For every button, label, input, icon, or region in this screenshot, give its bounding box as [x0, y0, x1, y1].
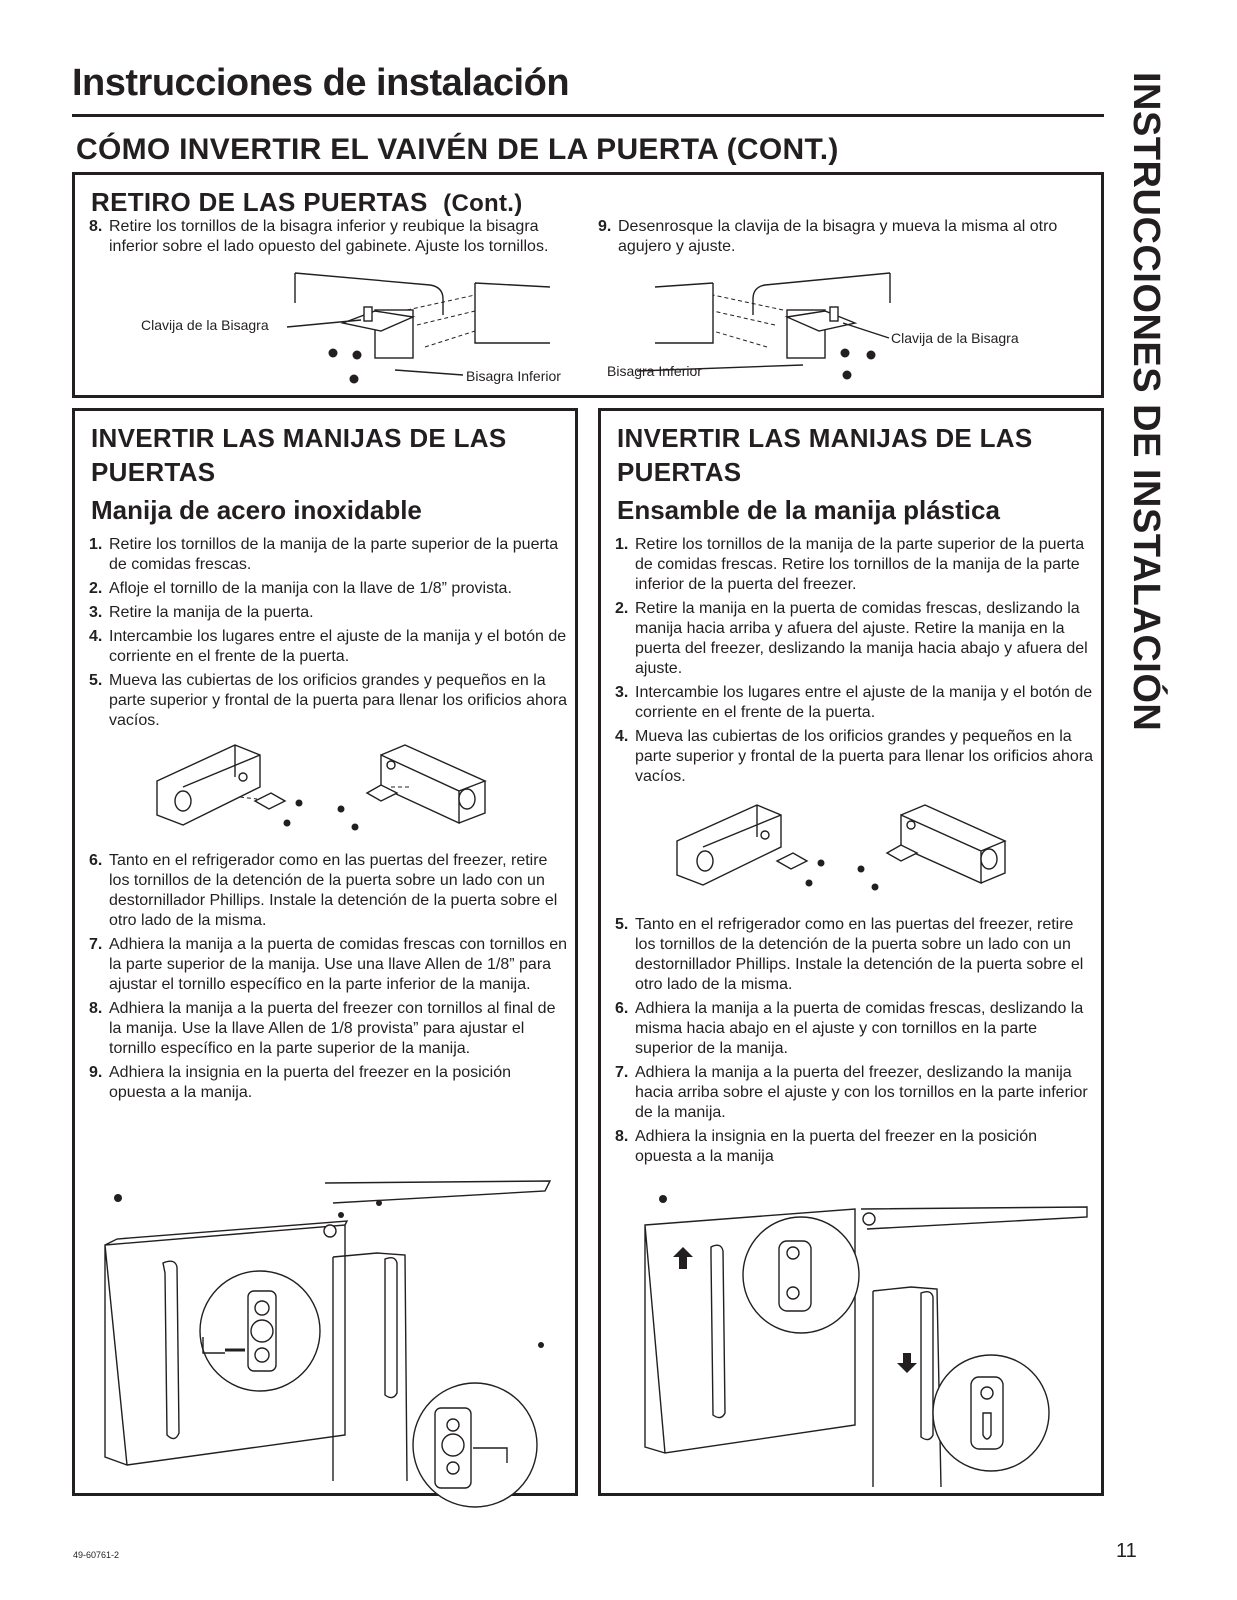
list-item: 7. Adhiera la manija a la puerta de comid…: [89, 935, 569, 995]
left-handle-diagram: [104, 1180, 552, 1508]
list-item: 6. Tanto en el refrigerador como en las p…: [89, 851, 569, 931]
doors-removal-heading-suffix: (Cont.): [443, 190, 523, 217]
step-number: 8.: [89, 218, 103, 235]
step-number: 5.: [89, 672, 103, 689]
section-title: CÓMO INVERTIR EL VAIVÉN DE LA PUERTA (CO…: [76, 133, 839, 166]
stainless-handle-panel: INVERTIR LAS MANIJAS DE LAS PUERTAS Mani…: [72, 408, 578, 1508]
step-number: 5.: [615, 916, 629, 933]
step-text: Mueva las cubiertas de los orificios gra…: [109, 672, 568, 729]
hinge-figure-left: [286, 272, 551, 384]
list-item: 5. Mueva las cubiertas de los orificios g…: [89, 671, 569, 731]
step-number: 4.: [615, 728, 629, 745]
right-panel-heading: INVERTIR LAS MANIJAS DE LAS PUERTAS: [617, 421, 1032, 489]
list-item: 4. Mueva las cubiertas de los orificios g…: [615, 727, 1095, 787]
hinge-figure-right: [636, 272, 891, 380]
step-number: 7.: [615, 1064, 629, 1081]
step-number: 8.: [89, 1000, 103, 1017]
step-number: 9.: [89, 1064, 103, 1081]
doors-removal-heading-text: RETIRO DE LAS PUERTAS: [91, 187, 428, 217]
doors-removal-steps-right: 9. Desenrosque la clavija de la bisagra y…: [598, 217, 1088, 261]
left-panel-heading: INVERTIR LAS MANIJAS DE LAS PUERTAS: [91, 421, 506, 489]
list-item: 6. Adhiera la manija a la puerta de comid…: [615, 999, 1095, 1059]
step-number: 2.: [89, 580, 103, 597]
step-number: 6.: [615, 1000, 629, 1017]
list-item: 9. Adhiera la insignia en la puerta del f…: [89, 1063, 569, 1103]
doors-removal-box: RETIRO DE LAS PUERTAS (Cont.) 8. Retire l…: [72, 172, 1104, 398]
left-stop-diagram: [156, 744, 487, 831]
page-number: 11: [1116, 1540, 1137, 1562]
step-text: Retire los tornillos de la bisagra infer…: [109, 218, 549, 255]
step-text: Adhiera la manija a la puerta del freeze…: [109, 1000, 556, 1057]
right-panel-heading-line1: INVERTIR LAS MANIJAS DE LAS: [617, 423, 1033, 453]
side-title-text: INSTRUCCIONES DE INSTALACIÓN: [1125, 72, 1167, 732]
list-item: 7. Adhiera la manija a la puerta del free…: [615, 1063, 1095, 1123]
step-number: 1.: [89, 536, 103, 553]
step-text: Retire la manija de la puerta.: [109, 604, 314, 621]
list-item: 1. Retire los tornillos de la manija de l…: [615, 535, 1095, 595]
step-number: 4.: [89, 628, 103, 645]
left-panel-heading-line2: PUERTAS: [91, 457, 216, 487]
left-steps-a: 1. Retire los tornillos de la manija de l…: [89, 535, 569, 735]
step-text: Retire la manija en la puerta de comidas…: [635, 600, 1088, 677]
right-panel-subheading: Ensamble de la manija plástica: [617, 495, 1000, 525]
left-steps-b: 6. Tanto en el refrigerador como en las p…: [89, 851, 569, 1107]
list-item: 3. Intercambie los lugares entre el ajust…: [615, 683, 1095, 723]
step-number: 7.: [89, 936, 103, 953]
step-text: Tanto en el refrigerador como en las pue…: [109, 852, 558, 929]
step-number: 2.: [615, 600, 629, 617]
page-title: Instrucciones de instalación: [72, 62, 570, 104]
hinge-pin-label-right: Clavija de la Bisagra: [891, 330, 1019, 346]
hinge-pin-label-left: Clavija de la Bisagra: [141, 317, 269, 333]
list-item: 2. Afloje el tornillo de la manija con la…: [89, 579, 569, 599]
step-text: Tanto en el refrigerador como en las pue…: [635, 916, 1084, 993]
list-item: 4. Intercambie los lugares entre el ajust…: [89, 627, 569, 667]
hinge-diagram: [286, 272, 891, 384]
list-item: 2. Retire la manija en la puerta de comid…: [615, 599, 1095, 679]
bottom-hinge-label-left: Bisagra Inferior: [466, 368, 561, 384]
list-item: 9. Desenrosque la clavija de la bisagra y…: [598, 217, 1088, 257]
right-steps-b: 5. Tanto en el refrigerador como en las p…: [615, 915, 1095, 1171]
right-steps-a: 1. Retire los tornillos de la manija de l…: [615, 535, 1095, 791]
right-handle-diagram: [644, 1195, 1088, 1488]
step-text: Mueva las cubiertas de los orificios gra…: [635, 728, 1094, 785]
right-panel-heading-line2: PUERTAS: [617, 457, 742, 487]
step-number: 3.: [615, 684, 629, 701]
list-item: 8. Retire los tornillos de la bisagra inf…: [89, 217, 549, 257]
list-item: 8. Adhiera la insignia en la puerta del f…: [615, 1127, 1095, 1167]
side-title: INSTRUCCIONES DE INSTALACIÓN: [1121, 72, 1169, 752]
step-text: Retire los tornillos de la manija de la …: [109, 536, 559, 573]
left-panel-subheading: Manija de acero inoxidable: [91, 495, 422, 525]
doors-removal-heading: RETIRO DE LAS PUERTAS (Cont.): [91, 185, 523, 221]
right-stop-diagram: [676, 804, 1007, 891]
list-item: 5. Tanto en el refrigerador como en las p…: [615, 915, 1095, 995]
step-text: Afloje el tornillo de la manija con la l…: [109, 580, 512, 597]
step-text: Adhiera la manija a la puerta de comidas…: [109, 936, 568, 993]
left-panel-heading-line1: INVERTIR LAS MANIJAS DE LAS: [91, 423, 507, 453]
plastic-handle-panel: INVERTIR LAS MANIJAS DE LAS PUERTAS Ensa…: [598, 408, 1104, 1496]
step-text: Adhiera la manija a la puerta del freeze…: [635, 1064, 1088, 1121]
step-number: 1.: [615, 536, 629, 553]
step-number: 9.: [598, 218, 612, 235]
step-text: Adhiera la manija a la puerta de comidas…: [635, 1000, 1084, 1057]
step-text: Intercambie los lugares entre el ajuste …: [635, 684, 1093, 721]
document-number: 49-60761-2: [73, 1550, 120, 1560]
step-text: Adhiera la insignia en la puerta del fre…: [109, 1064, 512, 1101]
title-rule: [72, 114, 1104, 117]
step-text: Desenrosque la clavija de la bisagra y m…: [618, 218, 1058, 255]
list-item: 1. Retire los tornillos de la manija de l…: [89, 535, 569, 575]
step-number: 3.: [89, 604, 103, 621]
list-item: 8. Adhiera la manija a la puerta del free…: [89, 999, 569, 1059]
doors-removal-steps-left: 8. Retire los tornillos de la bisagra inf…: [89, 217, 549, 261]
step-text: Adhiera la insignia en la puerta del fre…: [635, 1128, 1038, 1165]
step-number: 8.: [615, 1128, 629, 1145]
step-number: 6.: [89, 852, 103, 869]
list-item: 3. Retire la manija de la puerta.: [89, 603, 569, 623]
step-text: Retire los tornillos de la manija de la …: [635, 536, 1085, 593]
step-text: Intercambie los lugares entre el ajuste …: [109, 628, 567, 665]
